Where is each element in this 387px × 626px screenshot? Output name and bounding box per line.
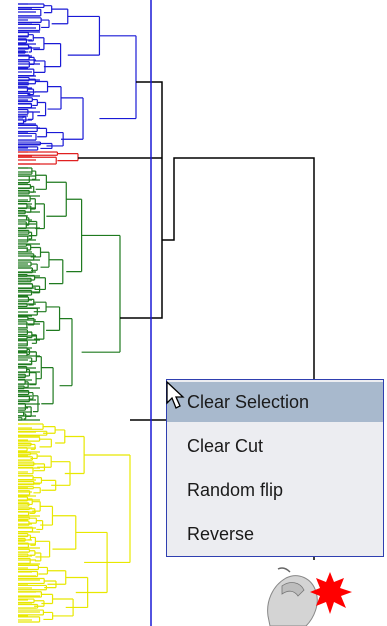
branch-link (25, 381, 29, 388)
leaf-branch (18, 557, 31, 565)
leaf-branch (18, 146, 39, 151)
menu-item-reverse[interactable]: Reverse (187, 524, 255, 544)
leaf-branch (18, 577, 45, 585)
branch-link (43, 43, 62, 68)
branch-link (37, 455, 52, 468)
leaf-branch (18, 235, 29, 243)
leaf-branch (18, 598, 35, 604)
blue-cluster[interactable] (18, 3, 137, 151)
branch-link (67, 15, 101, 56)
leaf-branch (18, 564, 39, 571)
branch-link (99, 35, 137, 120)
branch-link (29, 550, 36, 556)
branch-link (35, 80, 49, 93)
leaf-branch (18, 340, 28, 347)
branch-link (27, 331, 33, 339)
branch-link (46, 181, 67, 217)
branch-link (37, 101, 47, 117)
leaf-branch (18, 321, 28, 329)
leaf-branch (18, 167, 33, 175)
branch-link (84, 454, 131, 564)
branch-link (35, 174, 47, 190)
branch-link (46, 306, 61, 331)
leaf-branch (18, 175, 30, 184)
merge-top-link (162, 157, 315, 560)
context-menu: Clear Selection Clear Cut Random flip Re… (166, 379, 384, 557)
branch-link (61, 97, 84, 140)
branch-link (43, 426, 56, 434)
branch-link (41, 593, 54, 605)
branch-link (81, 234, 121, 353)
leaf-branch (18, 296, 30, 303)
branch-link (28, 34, 34, 42)
branch-link (30, 263, 38, 271)
tree-links (78, 81, 315, 560)
branch-link (23, 116, 27, 123)
branch-link (29, 372, 37, 386)
leaf-branch (18, 8, 42, 17)
branch-link (41, 367, 54, 405)
branch-link (41, 19, 50, 29)
green-cluster[interactable] (18, 167, 121, 421)
branch-link (40, 251, 50, 268)
leaf-branch (18, 452, 32, 456)
arrow-pointer-icon (166, 381, 185, 409)
leaf-branch (18, 395, 31, 403)
leaf-branch (18, 411, 25, 417)
branch-link (40, 505, 54, 526)
branch-link (59, 318, 73, 387)
branch-link (37, 127, 48, 138)
branch-link (47, 570, 67, 585)
menu-item-clear-cut[interactable]: Clear Cut (187, 436, 264, 456)
branch-link (47, 86, 62, 110)
leaf-branch (18, 132, 37, 141)
branch-link (39, 438, 52, 448)
branch-link (33, 301, 47, 313)
branch-link (33, 321, 45, 340)
branch-link (55, 429, 66, 444)
branch-link (51, 8, 69, 25)
leaf-branch (18, 82, 30, 86)
branch-link (35, 540, 51, 558)
branch-link (43, 611, 54, 621)
leaf-branch (18, 195, 31, 203)
branch-link (66, 198, 83, 273)
leaf-branch (18, 156, 57, 165)
leaf-branch (18, 289, 33, 296)
starburst-icon (310, 572, 352, 614)
branch-link (27, 111, 34, 120)
branch-link (29, 517, 37, 524)
branch-link (33, 487, 41, 494)
branch-link (43, 5, 53, 14)
leaf-branch (18, 616, 41, 623)
branch-link (32, 98, 38, 107)
leaf-branch (18, 229, 30, 235)
yellow-cluster[interactable] (18, 423, 131, 623)
branch-link (29, 351, 37, 362)
branch-link (36, 356, 42, 380)
branch-link (38, 566, 49, 575)
leaf-branch (18, 247, 28, 253)
leaf-branch (18, 261, 32, 267)
branch-link (30, 198, 36, 210)
branch-link (30, 453, 38, 460)
blue-cluster-link (136, 81, 163, 240)
leaf-branch (18, 335, 28, 340)
branch-link (64, 435, 85, 475)
branch-link (48, 259, 64, 285)
branch-link (34, 277, 46, 291)
leaf-branch (18, 516, 31, 520)
branch-link (52, 515, 77, 550)
branch-link (34, 60, 46, 73)
branch-link (32, 501, 41, 512)
mouse-icon (267, 567, 352, 626)
branch-link (57, 153, 79, 162)
red-cluster[interactable] (18, 151, 79, 165)
leaf-branch (18, 490, 31, 496)
green-cluster-link (120, 240, 163, 319)
menu-item-random-flip[interactable]: Random flip (187, 480, 284, 500)
menu-item-clear-selection[interactable]: Clear Selection (167, 382, 383, 422)
